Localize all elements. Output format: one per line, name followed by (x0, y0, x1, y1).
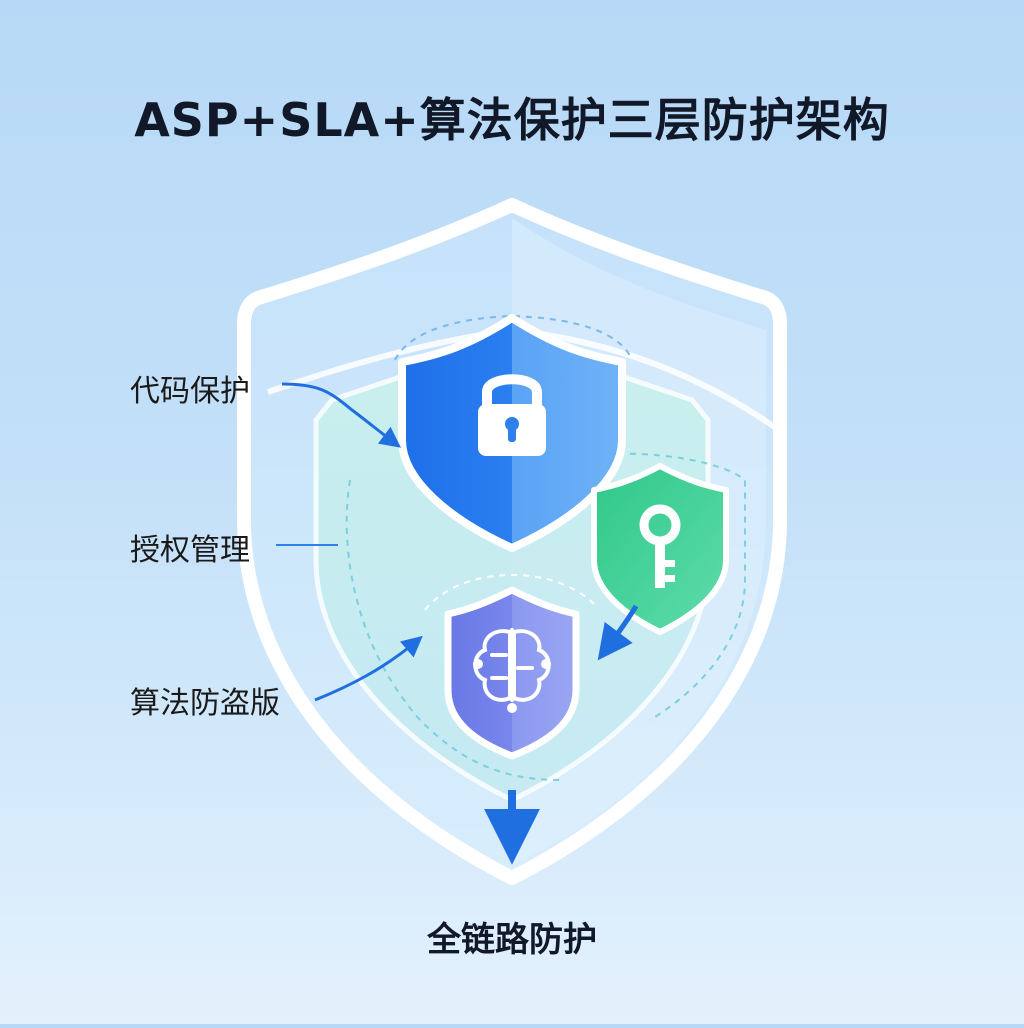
code-protection-shield (398, 314, 626, 552)
arrow-algorithm-protection (314, 635, 423, 702)
page-title: ASP+SLA+算法保护三层防护架构 (134, 93, 890, 147)
key-icon (639, 504, 681, 588)
label-authorization: 授权管理 (130, 533, 250, 568)
authorization-shield (591, 463, 729, 635)
algorithm-protection-shield (444, 586, 580, 760)
label-full-chain-protection: 全链路防护 (427, 920, 597, 960)
arrow-code-protection (281, 382, 402, 448)
label-algorithm-protection: 算法防盗版 (130, 686, 280, 721)
label-code-protection: 代码保护 (130, 374, 250, 409)
lock-icon (478, 374, 546, 456)
brain-circuit-icon (473, 628, 551, 713)
connector-arrows (276, 382, 639, 865)
arrow-key-to-algorithm (597, 604, 639, 661)
